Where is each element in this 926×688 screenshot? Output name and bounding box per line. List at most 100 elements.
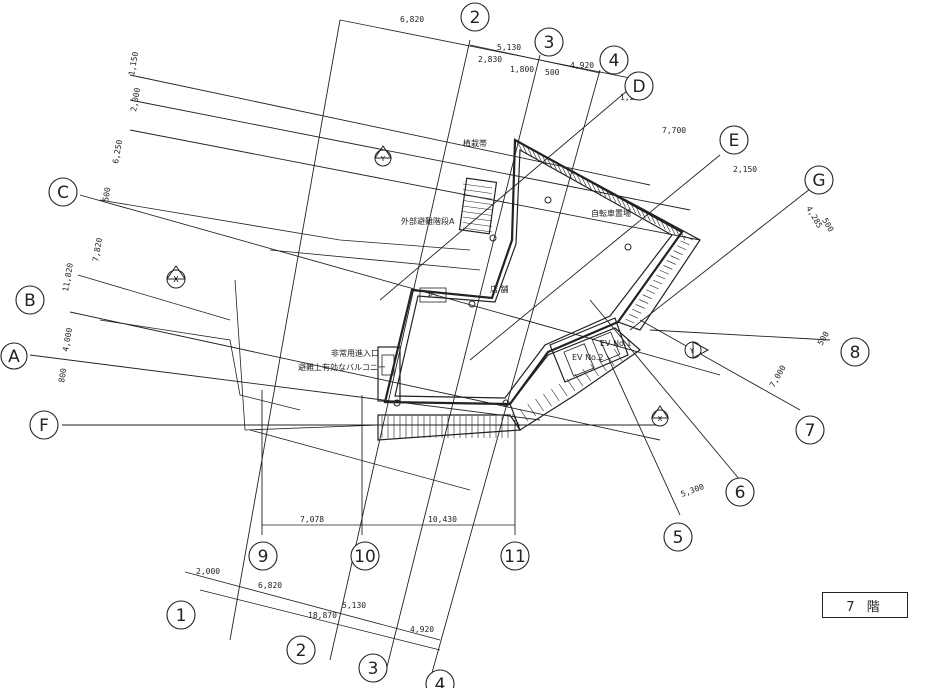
svg-text:800: 800 (57, 367, 68, 383)
planting-hatch (514, 139, 701, 331)
stair-tread (462, 200, 493, 205)
grid-bubble-bottom-4: 4 (425, 669, 455, 688)
stair-tread (462, 211, 493, 216)
planting-hatch-stroke (670, 255, 680, 260)
planting-hatch-stroke (663, 265, 673, 270)
planting-hatch-stroke (547, 159, 552, 168)
grid-bubble-top-3: 3 (534, 27, 564, 57)
planting-hatch-stroke (680, 232, 686, 241)
svg-text:1,800: 1,800 (510, 65, 534, 74)
svg-text:3: 3 (544, 33, 555, 53)
floor-label: 7 階 (822, 592, 908, 618)
planting-hatch-stroke (676, 245, 687, 251)
stair-tread (582, 368, 591, 382)
svg-text:2,000: 2,000 (196, 567, 220, 576)
grid-bubble-bottom-10: 10 (350, 541, 380, 571)
planting-hatch-stroke (527, 148, 533, 157)
svg-text:6,820: 6,820 (400, 15, 424, 24)
planting-hatch-stroke (628, 313, 639, 319)
planting-hatch-stroke (532, 150, 538, 160)
planting-hatch-stroke (596, 186, 602, 195)
planting-hatch-stroke (625, 318, 635, 324)
grid-bubble-bottom-1: 1 (166, 600, 196, 630)
svg-text:5,130: 5,130 (342, 601, 366, 610)
svg-text:6,250: 6,250 (111, 139, 124, 164)
svg-text:18,870: 18,870 (308, 611, 337, 620)
planting-hatch-stroke (659, 269, 670, 275)
grid-bubble-bottom-3: 3 (358, 653, 388, 683)
planting-hatch-stroke (666, 260, 676, 265)
planting-hatch-stroke (656, 218, 661, 227)
svg-text:7,820: 7,820 (91, 237, 104, 262)
planting-hatch-stroke (601, 188, 607, 198)
svg-text:4: 4 (435, 675, 446, 688)
stair-tread (598, 358, 607, 372)
svg-text:Y: Y (689, 347, 695, 355)
stair-tread (462, 227, 493, 233)
planting-hatch-stroke (586, 180, 592, 190)
planting-hatch-stroke (680, 240, 690, 246)
svg-text:11: 11 (504, 547, 526, 567)
room-label-balcony: 避難上有効なバルコニー (298, 362, 386, 372)
grid-bubble-bottom-11: 11 (500, 541, 530, 571)
stair-tread (606, 353, 615, 367)
svg-text:500: 500 (101, 186, 112, 202)
section-marker-x1: X (166, 265, 186, 289)
svg-text:D: D (632, 77, 645, 97)
hatch-strokes (517, 142, 694, 324)
planting-hatch-stroke (631, 205, 636, 214)
stair-tread (462, 216, 493, 222)
svg-text:E: E (729, 131, 740, 151)
svg-text:500: 500 (816, 330, 831, 347)
grid-bubble-top-D: D (624, 71, 654, 101)
stair-tread (543, 393, 552, 407)
planting-hatch-stroke (522, 145, 528, 154)
grid-bubble-left-B: B (15, 285, 45, 315)
room-label-outdoor-stair: 外部避難階段A (401, 216, 455, 226)
svg-text:4,920: 4,920 (410, 625, 434, 634)
section-marker-y1: Y (374, 145, 392, 167)
svg-text:7,000: 7,000 (768, 363, 788, 389)
svg-text:9: 9 (258, 547, 269, 567)
planting-hatch-stroke (557, 164, 562, 173)
planting-hatch-stroke (606, 191, 612, 200)
planting-hatch-stroke (642, 294, 652, 299)
columns (393, 196, 632, 407)
planting-hatch-stroke (632, 309, 642, 314)
svg-text:C: C (57, 183, 69, 203)
stair-tread (551, 388, 560, 402)
grid-bubble-left-F: F (29, 410, 59, 440)
stair-tread (590, 363, 599, 377)
svg-text:F: F (39, 416, 49, 436)
svg-text:11,820: 11,820 (61, 262, 75, 292)
stair-tread (462, 189, 493, 194)
elevator-core (549, 317, 629, 383)
planting-hatch-stroke (567, 169, 572, 179)
room-label-planting: 植栽帯 (463, 138, 487, 148)
svg-text:8: 8 (850, 343, 861, 363)
planting-hatch-stroke (636, 207, 641, 217)
stair-tread (527, 403, 536, 417)
stair-tread (558, 383, 568, 397)
planting-hatch-stroke (591, 183, 597, 192)
grid-bubble-top-E: E (719, 125, 749, 155)
svg-text:Y: Y (380, 155, 386, 163)
planting-hatch-stroke (639, 299, 649, 304)
stair-tread (574, 373, 584, 387)
grid-bubble-top-2: 2 (460, 2, 490, 32)
planting-hatch-stroke (646, 213, 651, 222)
svg-text:A: A (8, 347, 20, 367)
dimension-labels: 6,820 5,130 2,830 1,800 500 4,920 1,250 … (57, 15, 835, 634)
planting-hatch-stroke (562, 167, 567, 176)
planting-hatch-stroke (581, 178, 587, 187)
svg-text:6,820: 6,820 (258, 581, 282, 590)
grid-bubble-left-A: A (0, 342, 28, 370)
planting-hatch-stroke (645, 289, 656, 295)
svg-text:4,285: 4,285 (804, 205, 824, 231)
outdoor-stair-a (458, 177, 498, 235)
svg-text:2: 2 (296, 641, 307, 661)
svg-text:2,150: 2,150 (733, 165, 757, 174)
planting-hatch-stroke (673, 250, 683, 255)
room-label-emergency-entry: 非常用進入口 (331, 348, 379, 358)
